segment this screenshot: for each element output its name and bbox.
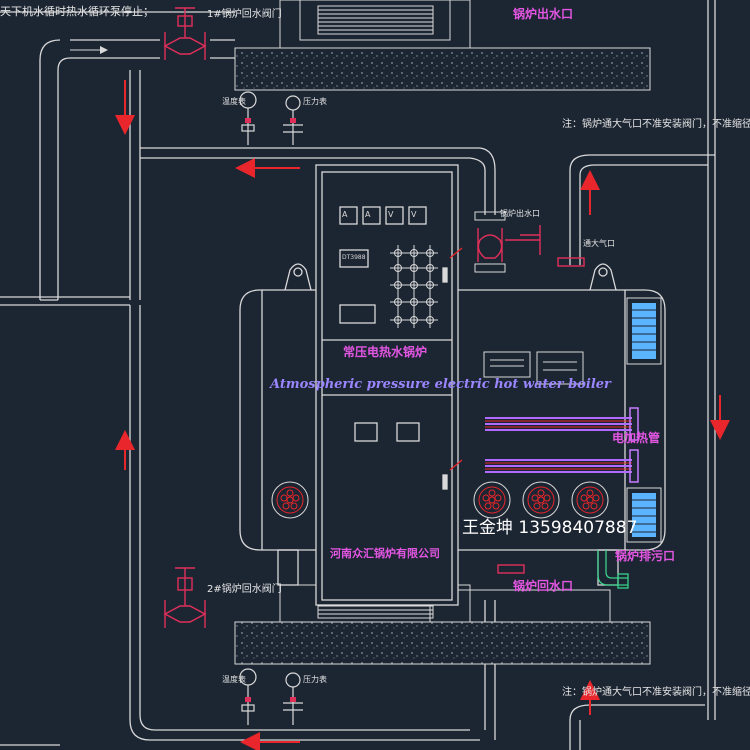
return-inlet-label: 锅炉回水口 bbox=[513, 579, 574, 593]
thermometer-bottom-label: 温度表 bbox=[222, 675, 246, 684]
meter-4: V bbox=[411, 210, 417, 219]
outlet-top-label: 锅炉出水口 bbox=[513, 7, 574, 21]
outlet-small-label: 锅炉出水口 bbox=[500, 209, 540, 218]
heater-banks bbox=[626, 297, 662, 543]
heating-tube-label: 电加热管 bbox=[612, 431, 661, 445]
valve-top-label: 1#锅炉回水阀门 bbox=[207, 9, 282, 20]
meter-2: A bbox=[365, 210, 371, 219]
piping bbox=[0, 0, 716, 750]
flow-arrows bbox=[115, 80, 730, 750]
gauges bbox=[239, 91, 303, 725]
gauge-accents bbox=[245, 118, 296, 702]
heating-tubes bbox=[485, 407, 639, 483]
drain-pipe bbox=[597, 550, 629, 589]
thermometer-top-label: 温度表 bbox=[222, 97, 246, 106]
vent-label: 通大气口 bbox=[583, 239, 615, 248]
pressure-gauge-top-label: 压力表 bbox=[303, 97, 327, 106]
top-left-note: 天下机水循时热水循环泵停止； bbox=[0, 5, 154, 18]
title-en: Atmospheric pressure electric hot water … bbox=[270, 377, 611, 392]
heater-flanges bbox=[271, 481, 609, 519]
controller-display: DT3988 bbox=[342, 254, 366, 261]
header-arrows bbox=[70, 46, 108, 54]
unions-white bbox=[474, 211, 506, 273]
valves bbox=[163, 7, 585, 628]
valve-bottom-label: 2#锅炉回水阀门 bbox=[207, 584, 282, 595]
control-cabinet bbox=[315, 164, 463, 606]
nameplates bbox=[483, 351, 584, 385]
note-top: 注：锅炉通大气口不准安装阀门，不准缩径 bbox=[562, 119, 750, 130]
pressure-gauge-bottom-label: 压力表 bbox=[303, 675, 327, 684]
title-cn: 常压电热水锅炉 bbox=[343, 345, 428, 359]
meter-3: V bbox=[388, 210, 394, 219]
company-name: 河南众汇锅炉有限公司 bbox=[330, 547, 440, 560]
note-bottom: 注：锅炉通大气口不准安装阀门，不准缩径 bbox=[562, 687, 750, 698]
drain-label: 锅炉排污口 bbox=[615, 549, 676, 563]
contact-text: 王金坤 13598407887 bbox=[462, 518, 638, 538]
meter-1: A bbox=[342, 210, 348, 219]
foundation-bottom bbox=[234, 584, 651, 665]
foundation-top bbox=[234, 0, 651, 91]
